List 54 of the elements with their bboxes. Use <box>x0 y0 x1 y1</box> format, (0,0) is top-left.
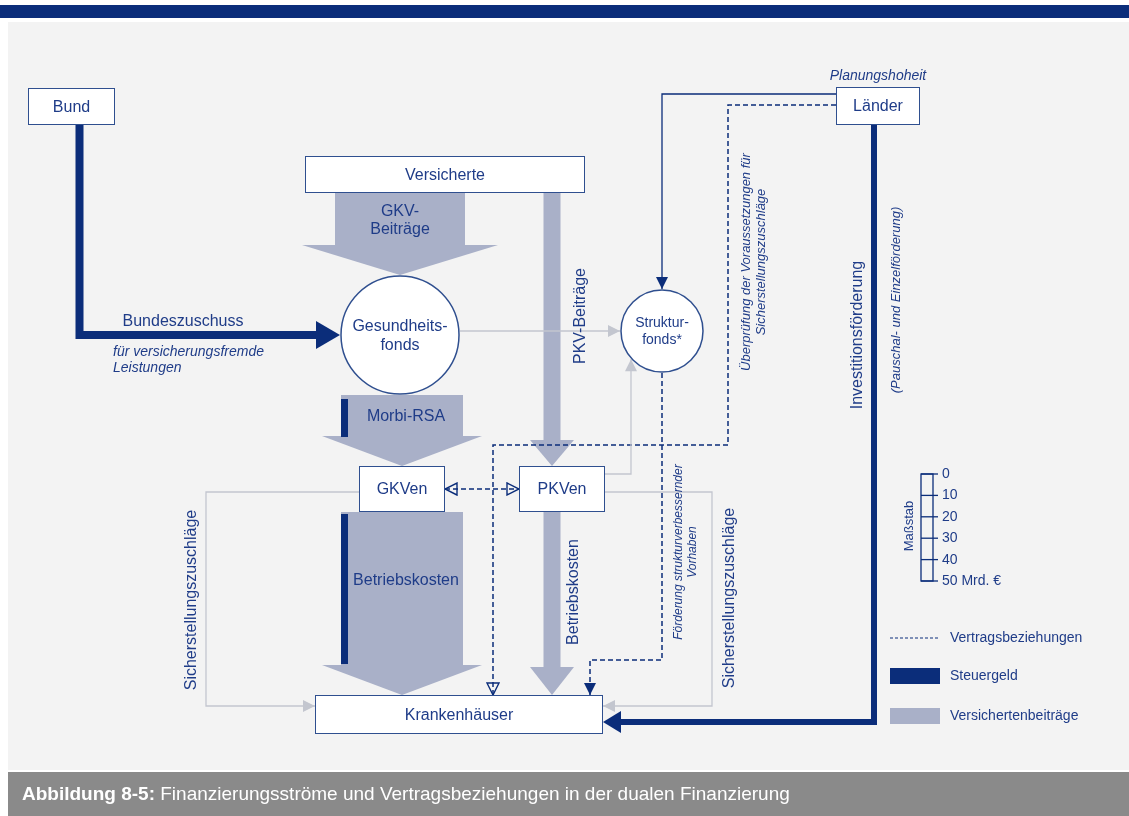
scale-title: Maßstab <box>901 500 917 552</box>
connector-arrow <box>656 93 837 290</box>
scale-value: 10 <box>942 486 958 503</box>
scale-value: 0 <box>942 465 950 482</box>
flow-arrow <box>302 193 498 275</box>
edge-label: Morbi-RSA <box>366 406 446 426</box>
scale-value: 20 <box>942 508 958 525</box>
edge-label: Überprüfung der Voraussetzungen für Sicherstellungszuschläge <box>739 152 769 373</box>
node-label: Gesundheits- fonds <box>351 315 449 355</box>
node-label: PKVen <box>537 479 587 499</box>
figure-caption: Abbildung 8-5: Finanzierungsströme und Vertragsbeziehungen in der dualen Finanzierung <box>8 772 1129 816</box>
connector-arrow <box>205 491 360 712</box>
flow-arrow <box>603 125 877 733</box>
node-label: GKVen <box>376 479 428 499</box>
dashed-arrow <box>486 104 837 696</box>
process-box <box>28 88 115 125</box>
process-box <box>836 87 920 125</box>
dashed-arrow <box>444 482 520 496</box>
edge-label: Betriebskosten <box>353 570 459 590</box>
scale-value: 40 <box>942 551 958 568</box>
edge-label: Sicherstellungszuschläge <box>719 507 738 689</box>
node-label: Länder <box>853 96 903 116</box>
edge-label: GKV- Beiträge <box>369 201 431 239</box>
process-box <box>305 156 585 193</box>
node-label: Krankenhäuser <box>404 704 514 725</box>
connector-arrow <box>459 325 621 337</box>
note-text: (Pauschal- und Einzelförderung) <box>888 206 904 394</box>
flow-arrow <box>530 512 574 695</box>
edge-label: Bundeszuschuss <box>122 311 244 331</box>
node-label: Versicherte <box>404 164 485 185</box>
connector-arrow <box>604 358 637 475</box>
edge-label: Sicherstellungszuschläge <box>181 509 200 691</box>
edge-label: Investitionsförderung <box>847 260 866 410</box>
scale-value: 50 Mrd. € <box>942 572 1002 589</box>
process-box <box>519 466 605 512</box>
note-text: für versicherungsfremde Leistungen <box>113 343 265 376</box>
edge-label: PKV-Beiträge <box>570 267 589 365</box>
legend-label: Vertragsbeziehungen <box>950 629 1083 646</box>
legend-label: Versichertenbeiträge <box>950 707 1079 724</box>
circle-node <box>620 289 704 373</box>
edge-label: Förderung strukturverbessernder Vorhaben <box>672 463 700 642</box>
circle-node <box>340 275 460 395</box>
edge-label: Betriebskosten <box>563 539 582 645</box>
node-label: Struktur- fonds* <box>634 314 690 348</box>
scale-value: 30 <box>942 529 958 546</box>
node-caption: Planungshoheit <box>829 66 927 84</box>
connector-arrow <box>602 491 713 712</box>
flow-arrow <box>75 125 340 349</box>
node-label: Bund <box>52 96 91 117</box>
legend-label: Steuergeld <box>950 667 1018 684</box>
process-box <box>359 466 445 512</box>
dashed-arrow <box>584 372 663 696</box>
flow-arrow <box>530 193 574 466</box>
process-box <box>315 695 603 734</box>
